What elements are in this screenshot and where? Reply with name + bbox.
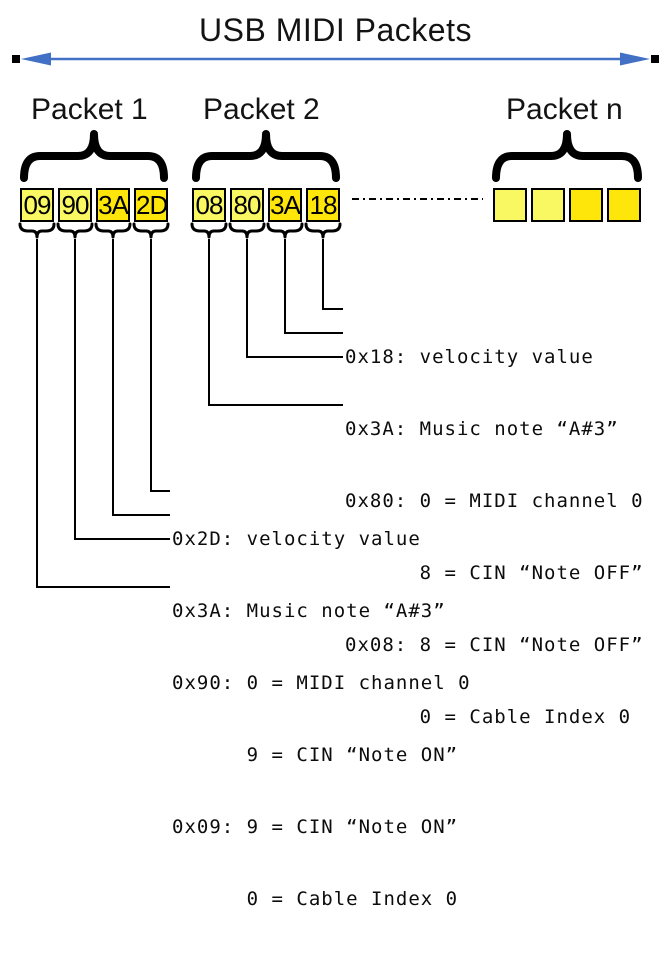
packet1-connectors: [36, 239, 170, 588]
annotation-line: 0x3A: Music note “A#3”: [345, 418, 619, 440]
annotation-line: 0x90: 0 = MIDI channel 0: [172, 672, 471, 694]
diagram-lines-layer: [12, 52, 659, 588]
byte-box-p2-0: 08: [192, 188, 226, 222]
under-brace: [56, 222, 94, 239]
byte-box-p1-2: 3A: [96, 188, 130, 222]
byte-box-pn-3: [607, 188, 641, 222]
byte-box-pn-0: [493, 188, 527, 222]
under-brace: [132, 222, 170, 239]
byte-box-p1-1: 90: [58, 188, 92, 222]
under-brace: [18, 222, 56, 239]
packet2-label: Packet 2: [203, 93, 320, 126]
packet1-label: Packet 1: [31, 93, 148, 126]
connector-18: [322, 239, 343, 310]
byte-box-p2-1: 80: [230, 188, 264, 222]
under-brace: [228, 222, 266, 239]
span-arrow: [12, 52, 659, 66]
usb-midi-packet-diagram: USB MIDI Packets Packet 1 Packet 2 Packe…: [12, 12, 659, 910]
packet1-over-brace: [20, 130, 168, 182]
packetn-label: Packet n: [506, 93, 623, 126]
under-brace: [94, 222, 132, 239]
connector-3A-p1: [112, 239, 170, 516]
annotation-line: 8 = CIN “Note OFF”: [345, 562, 644, 584]
packet2-connectors: [208, 239, 343, 406]
under-brace: [266, 222, 304, 239]
packet2-over-brace: [192, 130, 340, 182]
packet1-annotations: 0x2D: velocity value 0x3A: Music note “A…: [172, 479, 471, 959]
arrow-left-head: [21, 52, 51, 66]
connector-09: [36, 239, 170, 588]
byte-box-p2-3: 18: [306, 188, 340, 222]
byte-box-p1-0: 09: [20, 188, 54, 222]
arrow-right-head: [620, 52, 650, 66]
byte-under-braces: [18, 222, 342, 239]
annotation-line: 0x2D: velocity value: [172, 528, 421, 550]
annotation-line: 9 = CIN “Note ON”: [172, 744, 459, 766]
annotation-line: 0x3A: Music note “A#3”: [172, 600, 446, 622]
byte-box-pn-1: [531, 188, 565, 222]
packetn-over-brace: [492, 130, 642, 182]
byte-box-p2-2: 3A: [268, 188, 302, 222]
annotation-line: 0x18: velocity value: [345, 346, 594, 368]
arrow-right-endpoint-square: [651, 55, 659, 63]
byte-box-p1-3: 2D: [134, 188, 168, 222]
under-brace: [304, 222, 342, 239]
annotation-line: 0 = Cable Index 0: [172, 888, 459, 910]
connector-08: [208, 239, 343, 406]
byte-box-pn-2: [569, 188, 603, 222]
connector-80: [246, 239, 343, 358]
annotation-line: 0x80: 0 = MIDI channel 0: [345, 490, 644, 512]
connector-3A-p2: [284, 239, 343, 334]
under-brace: [190, 222, 228, 239]
connector-2D: [150, 239, 170, 492]
connector-90: [74, 239, 170, 540]
diagram-title: USB MIDI Packets: [199, 12, 472, 48]
arrow-left-endpoint-square: [12, 55, 20, 63]
annotation-line: 0x09: 9 = CIN “Note ON”: [172, 816, 459, 838]
